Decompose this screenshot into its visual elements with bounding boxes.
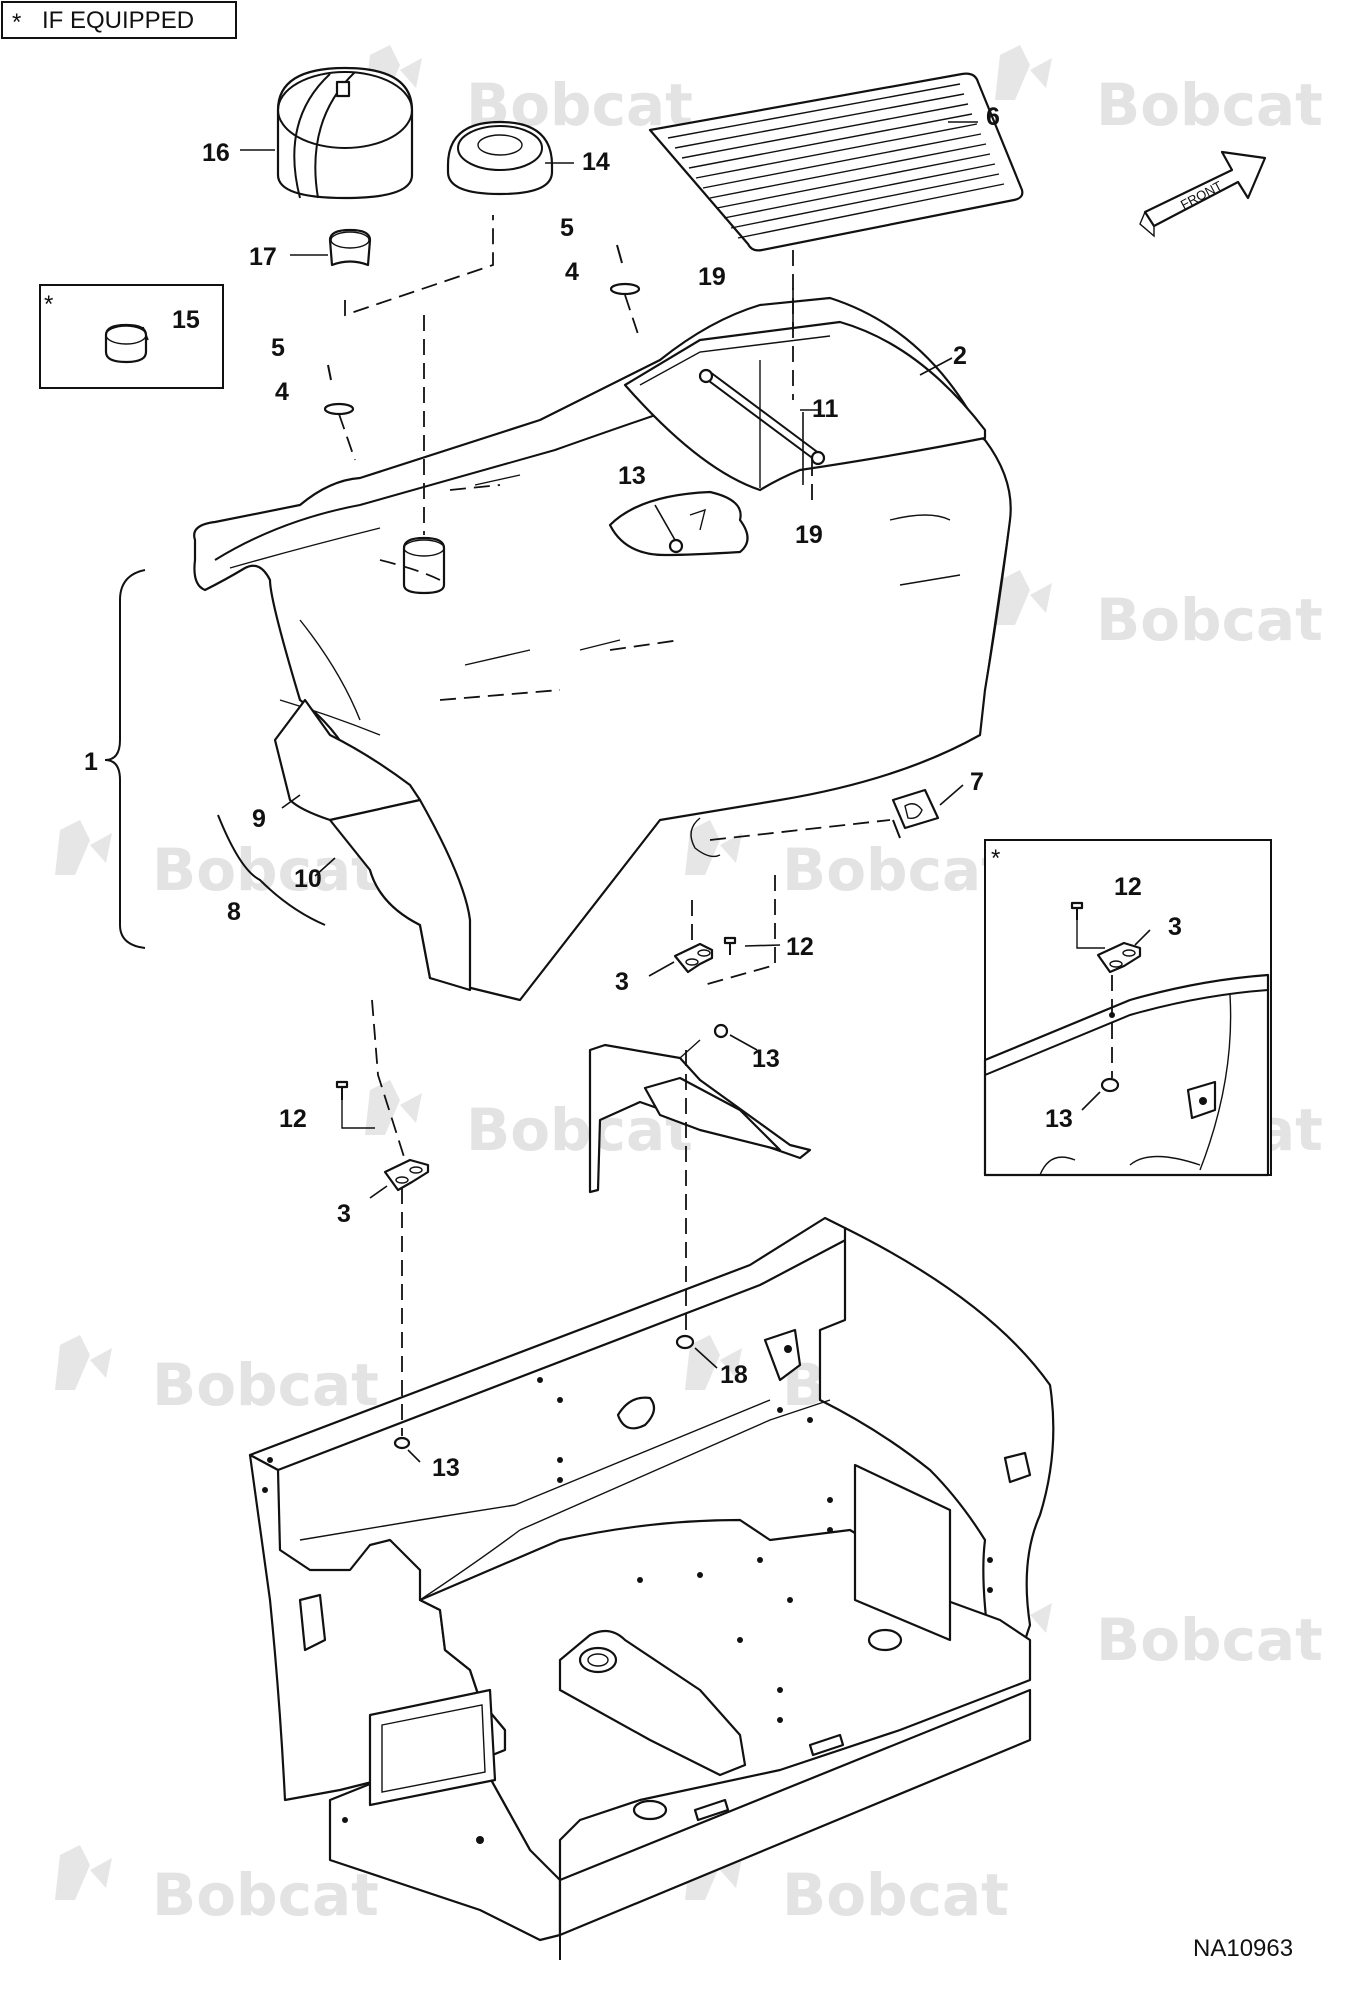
watermark-logo: Bobcat [685,820,1009,904]
callout-12: 12 [279,1105,307,1133]
nut-lower-left [393,1436,411,1450]
hood-grill [648,72,1024,252]
callout-19: 19 [698,263,726,291]
callout-6: 6 [986,103,1000,131]
inset-hinge-bracket [1096,941,1142,974]
sleeve-part [104,323,148,364]
bolt-left [335,1080,375,1129]
screw-and-washer-upper [609,244,641,296]
hood-latch [891,788,940,839]
svg-text:Bobcat: Bobcat [1096,1606,1323,1674]
inset-bolt [1070,901,1105,949]
callout-19: 19 [795,521,823,549]
callout-8: 8 [227,898,241,926]
inset-right-marker: * [991,845,1000,872]
gas-strut [698,368,826,466]
hose-clamp [328,228,372,267]
hinge-bracket-center [673,942,714,974]
svg-text:Bobcat: Bobcat [1096,586,1323,654]
svg-text:Bobcat: Bobcat [152,1351,379,1419]
callout-5: 5 [271,334,285,362]
callout-14: 14 [582,148,610,176]
callout-9: 9 [252,805,266,833]
callout-4: 4 [275,378,289,406]
callout-12: 12 [786,933,814,961]
svg-text:Bobcat: Bobcat [782,836,1009,904]
inset-optional-hinge: * [983,839,1272,1177]
air-cleaner-cap [276,66,414,200]
callout-17: 17 [249,243,277,271]
legend-if-equipped: * IF EQUIPPED [1,1,237,39]
bolt-center [723,936,737,955]
hood-support-bracket [588,1023,812,1194]
callout-16: 16 [202,139,230,167]
callout-5: 5 [560,214,574,242]
callout-3: 3 [615,968,629,996]
callout-2: 2 [953,342,967,370]
callout-12: 12 [1114,873,1142,901]
svg-text:Bobcat: Bobcat [152,836,379,904]
callout-15: 15 [172,306,200,334]
legend-marker: * [12,9,21,36]
inset-nut [1100,1077,1120,1093]
watermark-logo: Bobcat [365,45,693,139]
precleaner-cap [446,120,554,196]
watermark-logo: Bobcat [995,1590,1323,1674]
screw-and-washer-left [323,364,355,416]
callout-13: 13 [432,1454,460,1482]
callout-numbers: 1 2 3 3 3 4 4 5 5 6 7 8 9 10 11 12 12 12… [84,103,1182,1482]
watermark-logo: Bobcat [55,820,379,904]
legend-text: IF EQUIPPED [42,7,194,34]
callout-18: 18 [720,1361,748,1389]
nut-frame-center [675,1334,695,1350]
svg-text:Bobcat: Bobcat [782,1861,1009,1929]
callout-1: 1 [84,748,98,776]
watermark-logo: Bobcat [55,1335,379,1419]
callout-11: 11 [812,395,839,423]
figure-id: NA10963 [1193,1935,1293,1962]
callout-13: 13 [1045,1105,1073,1133]
watermark-logo: Bobcat [995,45,1323,139]
svg-text:Bobcat: Bobcat [152,1861,379,1929]
callout-7: 7 [970,768,984,796]
callout-leaders [104,121,1151,1463]
svg-text:Bobcat: Bobcat [1096,71,1323,139]
callout-13: 13 [618,462,646,490]
rear-hood-assembly [193,296,1012,1002]
callout-3: 3 [1168,913,1182,941]
hood-seam-lines [379,484,681,701]
hinge-bracket-left [383,1158,430,1192]
callout-10: 10 [294,865,322,893]
main-frame [248,1216,1055,1960]
callout-13: 13 [752,1045,780,1073]
callout-3: 3 [337,1200,351,1228]
callout-4: 4 [565,258,579,286]
watermark-logo: Bobcat [995,570,1323,654]
inset-marker: * [44,291,53,318]
inset-optional-sleeve: * [39,284,224,389]
watermark-logo: Bobcat [55,1845,379,1929]
front-arrow-label: FRONT [1178,178,1225,212]
front-direction-arrow: FRONT [1139,150,1267,238]
